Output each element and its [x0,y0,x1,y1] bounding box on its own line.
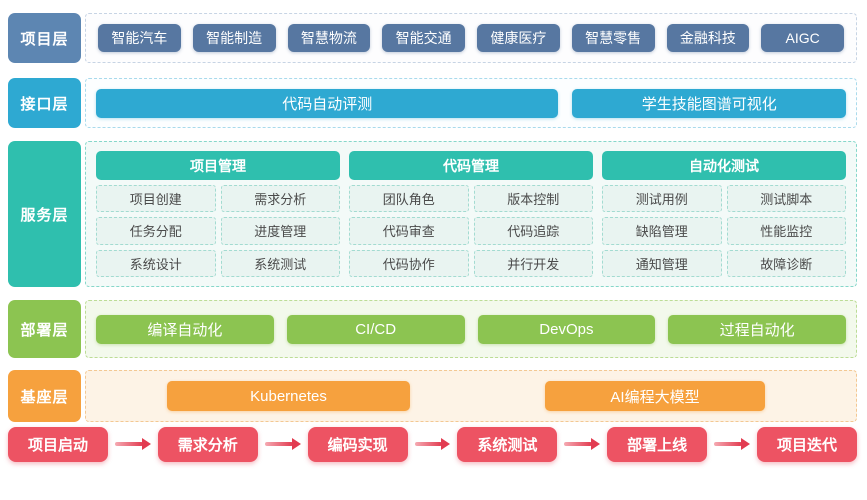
service-cell: 性能监控 [726,217,846,245]
flow-step: 系统测试 [457,426,558,462]
service-cell: 系统设计 [96,249,216,277]
service-cell: 测试用例 [602,185,722,213]
service-layer-label: 服务层 [8,141,81,287]
flow-arrow-icon [557,438,607,450]
base-layer-label: 基座层 [8,370,81,422]
service-cell: 测试脚本 [726,185,846,213]
deploy-layer-row: 部署层 编译自动化 CI/CD DevOps 过程自动化 [8,300,857,358]
service-cell: 项目创建 [96,185,216,213]
deploy-layer-label: 部署层 [8,300,81,358]
project-layer-row: 项目层 智能汽车 智能制造 智慧物流 智能交通 健康医疗 智慧零售 金融科技 A… [8,13,857,63]
service-group-grid: 项目创建 需求分析 任务分配 进度管理 系统设计 系统测试 [96,185,340,277]
interface-layer-row: 接口层 代码自动评测 学生技能图谱可视化 [8,78,857,128]
project-item: 智慧物流 [287,24,371,52]
flow-arrow-icon [408,438,458,450]
service-group-grid: 团队角色 版本控制 代码审查 代码追踪 代码协作 并行开发 [349,185,593,277]
service-cell: 系统测试 [220,249,340,277]
project-layer-container: 智能汽车 智能制造 智慧物流 智能交通 健康医疗 智慧零售 金融科技 AIGC [85,13,857,63]
deploy-item: 编译自动化 [96,314,274,344]
flow-step: 编码实现 [307,426,408,462]
service-group-title: 代码管理 [349,151,593,180]
service-layer-container: 项目管理 项目创建 需求分析 任务分配 进度管理 系统设计 系统测试 代码管理 … [85,141,857,287]
project-item: 智慧零售 [571,24,655,52]
deploy-item: DevOps [477,314,656,344]
base-item-kubernetes: Kubernetes [166,381,411,411]
service-cell: 故障诊断 [726,249,846,277]
service-layer-row: 服务层 项目管理 项目创建 需求分析 任务分配 进度管理 系统设计 系统测试 代… [8,141,857,287]
deploy-item: 过程自动化 [668,314,846,344]
service-cell: 通知管理 [602,249,722,277]
interface-layer-container: 代码自动评测 学生技能图谱可视化 [85,78,857,128]
project-item: AIGC [761,24,844,52]
service-group-title: 项目管理 [96,151,340,180]
project-item: 智能制造 [192,24,276,52]
service-cell: 版本控制 [473,185,593,213]
project-item: 智能汽车 [98,24,181,52]
interface-layer-label: 接口层 [8,78,81,128]
service-group-automated-testing: 自动化测试 测试用例 测试脚本 缺陷管理 性能监控 通知管理 故障诊断 [602,151,846,277]
interface-item: 代码自动评测 [96,88,559,118]
project-item: 健康医疗 [477,24,560,52]
project-layer-label: 项目层 [8,13,81,63]
flow-arrow-icon [258,438,308,450]
service-cell: 代码追踪 [473,217,593,245]
process-flow: 项目启动 需求分析 编码实现 系统测试 部署上线 项目迭代 [8,426,857,462]
service-cell: 团队角色 [349,185,469,213]
project-item: 金融科技 [666,24,750,52]
service-group-grid: 测试用例 测试脚本 缺陷管理 性能监控 通知管理 故障诊断 [602,185,846,277]
service-cell: 缺陷管理 [602,217,722,245]
service-cell: 需求分析 [220,185,340,213]
project-item: 智能交通 [382,24,465,52]
deploy-item: CI/CD [286,314,465,344]
flow-step: 部署上线 [607,426,708,462]
service-cell: 进度管理 [220,217,340,245]
base-item-ai-model: AI编程大模型 [544,381,766,411]
flow-arrow-icon [108,438,158,450]
flow-step: 项目迭代 [756,426,857,462]
deploy-layer-container: 编译自动化 CI/CD DevOps 过程自动化 [85,300,857,358]
service-cell: 并行开发 [473,249,593,277]
service-group-project-management: 项目管理 项目创建 需求分析 任务分配 进度管理 系统设计 系统测试 [96,151,340,277]
service-cell: 代码协作 [349,249,469,277]
base-layer-container: Kubernetes AI编程大模型 [85,370,857,422]
service-group-title: 自动化测试 [602,151,846,180]
service-cell: 任务分配 [96,217,216,245]
flow-step: 项目启动 [8,426,108,462]
flow-step: 需求分析 [157,426,258,462]
service-group-code-management: 代码管理 团队角色 版本控制 代码审查 代码追踪 代码协作 并行开发 [349,151,593,277]
base-layer-row: 基座层 Kubernetes AI编程大模型 [8,370,857,422]
service-cell: 代码审查 [349,217,469,245]
flow-arrow-icon [707,438,757,450]
interface-item: 学生技能图谱可视化 [572,88,846,118]
